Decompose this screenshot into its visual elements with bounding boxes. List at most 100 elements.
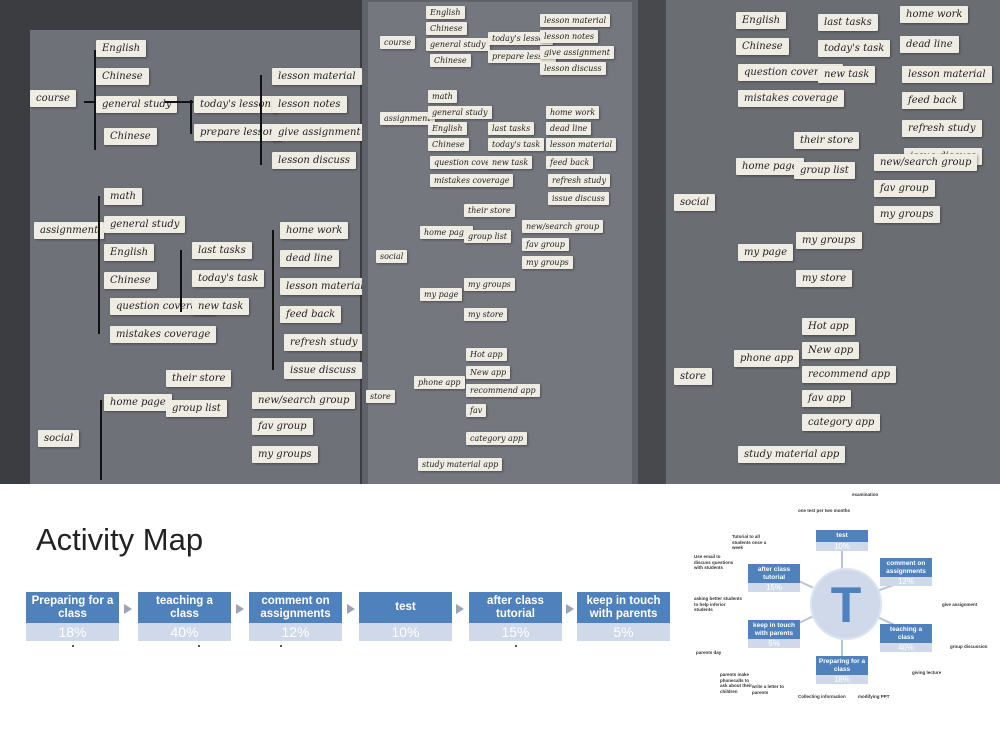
annotation: Collecting information [798, 694, 848, 700]
activity-step: keep in touch with parents 5% [577, 592, 670, 641]
activity-step: after class tutorial 15% [469, 592, 562, 641]
card: store [366, 390, 395, 403]
annotation: Use email to discuss questions with stud… [694, 554, 738, 571]
card: fav group [874, 180, 935, 197]
card: course [380, 36, 416, 49]
card: lesson discuss [540, 62, 606, 75]
card: dead line [280, 250, 339, 267]
annotation: Tutorial to all students once a week [732, 534, 776, 551]
card: home page [736, 158, 804, 175]
annotation: giving lecture [912, 670, 941, 676]
card: group list [794, 162, 855, 179]
arrow-right-icon [124, 604, 132, 614]
card: home work [280, 222, 349, 239]
annotation: one test per two months [798, 508, 850, 514]
card: course [30, 90, 76, 107]
card: store [674, 368, 712, 385]
card: today's lesson [488, 32, 553, 45]
connector [272, 230, 274, 370]
node-name: teaching a class [880, 624, 932, 643]
card: my page [420, 288, 463, 301]
card: give assignment [272, 124, 362, 141]
card: social [376, 250, 408, 263]
card: feed back [546, 156, 594, 169]
card: social [674, 194, 716, 211]
tick-mark [515, 645, 517, 647]
card: my groups [874, 206, 940, 223]
activity-step: Preparing for a class 18% [26, 592, 119, 641]
step-name: Preparing for a class [26, 592, 119, 623]
card: Chinese [430, 54, 471, 67]
node-percent: 12% [880, 577, 932, 586]
board-surface [368, 2, 632, 484]
card: their store [794, 132, 860, 149]
card: last tasks [488, 122, 535, 135]
step-percent: 5% [577, 623, 670, 641]
annotation: group discussion [950, 644, 988, 650]
card: new task [192, 298, 250, 315]
card: general study [104, 216, 186, 233]
card: mistakes coverage [110, 326, 217, 343]
annotation: give assignment [942, 602, 977, 608]
annotation-heading: one test per two months [798, 508, 851, 513]
card: my groups [252, 446, 318, 463]
card: Chinese [104, 128, 157, 145]
annotation-heading: asking better students to help inferior … [694, 596, 743, 612]
card: my store [796, 270, 853, 287]
spoke [841, 636, 843, 656]
card: home work [546, 106, 600, 119]
card: recommend app [466, 384, 540, 397]
card: general study [428, 106, 492, 119]
arrow-right-icon [347, 604, 355, 614]
annotation-heading: Tutorial to all students once a week [732, 534, 767, 550]
card: study material app [738, 446, 846, 463]
step-percent: 10% [359, 623, 452, 641]
radial-node: keep in touch with parents 5% [748, 620, 800, 648]
card: new task [818, 66, 876, 83]
arrow-right-icon [456, 604, 464, 614]
card: group list [166, 400, 227, 417]
card: Hot app [802, 318, 855, 335]
card: lesson notes [272, 96, 347, 113]
arrow-right-icon [566, 604, 574, 614]
card: math [104, 188, 142, 205]
radial-node: teaching a class 40% [880, 624, 932, 652]
step-percent: 40% [138, 623, 231, 641]
card: home work [900, 6, 969, 23]
card: feed back [902, 92, 964, 109]
card: last tasks [192, 242, 252, 259]
tick-mark [72, 645, 74, 647]
annotation-heading: examination [852, 492, 879, 497]
card: New app [802, 342, 860, 359]
card: Chinese [736, 38, 789, 55]
annotation-heading: write a letter to parents [752, 684, 785, 695]
node-percent: 18% [816, 675, 868, 684]
card: Chinese [426, 22, 467, 35]
radial-node: comment on assignments 12% [880, 558, 932, 586]
card: dead line [546, 122, 592, 135]
card: dead line [900, 36, 959, 53]
card: prepare lesson [194, 124, 282, 141]
step-percent: 12% [249, 623, 342, 641]
node-percent: 40% [880, 643, 932, 652]
card: home page [420, 226, 473, 239]
card: phone app [414, 376, 465, 389]
annotation: write a letter to parents [752, 684, 794, 695]
card: social [38, 430, 80, 447]
card: English [96, 40, 147, 57]
card: feed back [280, 306, 342, 323]
step-name: after class tutorial [469, 592, 562, 623]
card: new/search group [874, 154, 978, 171]
node-percent: 10% [816, 541, 868, 551]
card: fav group [252, 418, 313, 435]
annotation-heading: giving lecture [912, 670, 942, 675]
node-percent: 5% [748, 639, 800, 648]
card: today's lesson [194, 96, 277, 113]
card: fav group [522, 238, 569, 251]
step-name: keep in touch with parents [577, 592, 670, 623]
card: English [104, 244, 155, 261]
card: my groups [464, 278, 515, 291]
connector [260, 75, 262, 165]
card: issue discuss [284, 362, 362, 379]
card: fav [466, 404, 487, 417]
